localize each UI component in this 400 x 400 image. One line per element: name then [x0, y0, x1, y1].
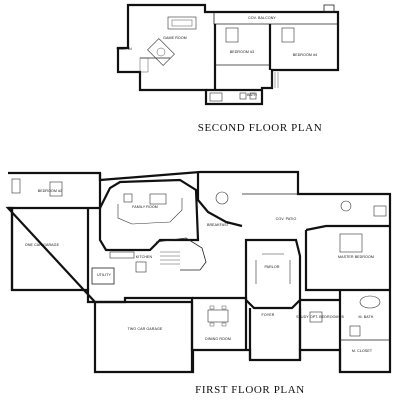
label-bath-2f: BATH	[247, 93, 257, 97]
second-floor-plan: COV. BALCONY GAME ROOM BEDROOM #3 BEDROO…	[116, 3, 340, 106]
wall-parlor	[244, 238, 302, 310]
coffee-table	[149, 193, 167, 205]
wall-master-bedroom	[304, 224, 390, 292]
game-table	[147, 38, 175, 66]
wall-dining	[192, 296, 248, 350]
master-shower	[349, 325, 361, 337]
study-desk	[309, 311, 323, 323]
second-floor-stairs	[271, 72, 279, 88]
master-bed	[339, 233, 363, 253]
wall-garage2	[95, 300, 194, 372]
wall-breakfast	[196, 172, 243, 228]
master-sitting-table	[340, 200, 352, 212]
label-study: STUDY OPT. BEDROOM #5	[296, 315, 344, 319]
pool-table	[167, 16, 197, 30]
dining-chairs	[209, 305, 227, 327]
label-utility: UTILITY	[97, 273, 112, 277]
label-two-car-garage: TWO CAR GARAGE	[128, 327, 163, 331]
balcony-railing	[213, 12, 338, 25]
label-walk-in: WALK IN	[116, 47, 132, 51]
label-one-car-garage: ONE CAR GARAGE	[25, 243, 60, 247]
title-first-floor: FIRST FLOOR PLAN	[195, 384, 305, 396]
label-kitchen: KITCHEN	[136, 255, 153, 259]
balcony-post	[323, 4, 335, 13]
label-bedroom-2: BEDROOM #2	[38, 189, 63, 193]
utility-room	[91, 267, 115, 285]
label-foyer: FOYER	[262, 313, 275, 317]
kitchen-sink	[135, 261, 147, 273]
label-bedroom-4: BEDROOM #4	[293, 53, 318, 57]
dining-table	[207, 309, 229, 323]
sectional-sofa	[117, 198, 183, 225]
kitchen-island	[155, 237, 207, 271]
label-breakfast: BREAKFAST	[207, 223, 230, 227]
bedroom-2-bed	[49, 181, 63, 197]
bed3-bed	[225, 27, 239, 43]
label-family-room: FAMILY ROOM	[132, 205, 158, 209]
bath-sink	[239, 92, 247, 100]
wall-study	[298, 298, 340, 350]
master-tub	[359, 295, 381, 309]
master-closet-shelf	[373, 205, 387, 217]
label-master-bath: M. BATH	[358, 315, 373, 319]
wall-family-room	[98, 178, 200, 252]
label-master-closet: M. CLOSET	[352, 349, 373, 353]
bath-tub	[209, 92, 223, 102]
armchair	[123, 193, 133, 203]
bedroom-2-closet	[11, 178, 21, 194]
second-floor-outer-wall	[116, 3, 340, 106]
game-table-center	[156, 47, 166, 57]
label-game-room: GAME ROOM	[163, 36, 187, 40]
first-floor-stairs	[160, 251, 180, 265]
label-bedroom-3: BEDROOM #3	[230, 50, 255, 54]
parlor-seating	[255, 253, 291, 284]
label-cov-patio: COV. PATIO	[276, 217, 297, 221]
pool-table-felt	[171, 19, 193, 27]
title-second-floor: SECOND FLOOR PLAN	[198, 122, 323, 134]
first-floor-plan: BEDROOM #2 ONE CAR GARAGE FAMILY ROOM BR…	[5, 170, 392, 374]
walkin-shelf	[139, 57, 149, 73]
label-dining-room: DINING ROOM	[205, 337, 231, 341]
label-parlor: PARLOR	[264, 265, 279, 269]
bath-toilet	[249, 92, 257, 100]
kitchen-counter	[109, 251, 135, 259]
bed4-bed	[281, 27, 295, 43]
label-cov-balcony: COV. BALCONY	[248, 16, 276, 20]
wall-foyer	[248, 308, 302, 360]
breakfast-table	[215, 191, 229, 205]
label-master-bedroom: MASTER BEDROOM	[338, 255, 374, 259]
